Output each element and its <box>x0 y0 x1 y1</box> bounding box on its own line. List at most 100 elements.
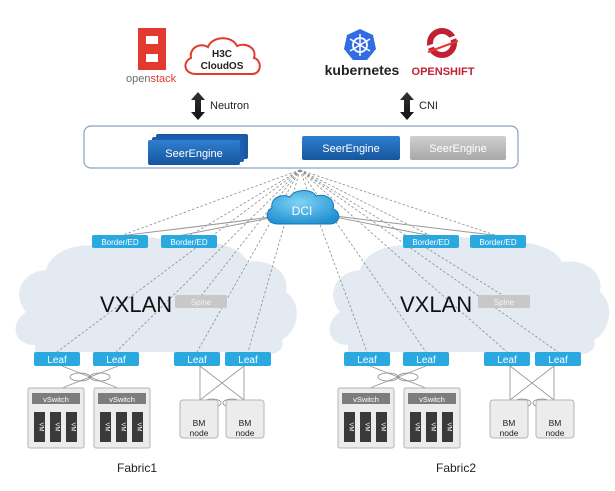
leaf-device <box>174 352 220 366</box>
fabric1-server: vSwitch VM VM VM <box>93 387 151 449</box>
kubernetes-label: kubernetes <box>325 62 400 78</box>
leaf-label: Leaf <box>357 355 377 366</box>
vm <box>344 412 355 442</box>
leaf-device <box>403 352 449 366</box>
border-device <box>161 235 217 248</box>
seerengine-active-label: SeerEngine <box>322 143 380 155</box>
management-link <box>299 169 505 297</box>
fabric1-name: Fabric1 <box>117 461 157 475</box>
bm-line2: node <box>190 428 209 438</box>
border-device <box>470 235 526 248</box>
spine-label: Spine <box>191 298 212 307</box>
cni-interface: CNI <box>400 92 438 120</box>
spine-label: Spine <box>494 298 515 307</box>
vswitch-label: vSwitch <box>353 395 379 404</box>
border-label: Border/ED <box>170 238 208 247</box>
leaf-device <box>535 352 581 366</box>
svg-text:openstack: openstack <box>126 73 177 85</box>
vm-label: VM <box>104 423 110 432</box>
vm <box>426 412 437 442</box>
fabric2-name: Fabric2 <box>436 461 476 475</box>
spine-device <box>175 295 227 308</box>
bm-line1: BM <box>503 418 516 428</box>
vm <box>132 412 143 442</box>
openshift-label: OPENSHIFT <box>412 66 475 78</box>
border-label: Border/ED <box>101 238 139 247</box>
h3c-cloudos-logo: H3C CloudOS <box>184 37 261 75</box>
bm-line1: BM <box>549 418 562 428</box>
dci-links <box>119 213 501 237</box>
vm-label: VM <box>446 423 452 432</box>
vm-label: VM <box>38 423 44 432</box>
leaf-label: Leaf <box>416 355 436 366</box>
leaf-label: Leaf <box>47 355 67 366</box>
h3c-label: H3C <box>212 49 232 60</box>
fabric1-leaves: Leaf Leaf Leaf Leaf <box>34 352 271 366</box>
border-device <box>403 235 459 248</box>
vm <box>442 412 453 442</box>
seerengine-standby-label: SeerEngine <box>429 143 487 155</box>
openstack-logo: openstack <box>126 28 177 85</box>
vm <box>360 412 371 442</box>
vswitch-label: vSwitch <box>109 395 135 404</box>
fabric1-bm-node: BM node <box>225 399 265 439</box>
leaf-device <box>225 352 271 366</box>
double-arrow-icon <box>191 92 205 120</box>
fabric2-cloud <box>329 236 610 355</box>
management-link <box>299 169 508 353</box>
vm <box>376 412 387 442</box>
fabric2-bm-node: BM node <box>535 399 575 439</box>
vm-label: VM <box>414 423 420 432</box>
fabric2-leaf-links <box>369 365 555 401</box>
neutron-interface: Neutron <box>191 92 249 120</box>
fabric2-server: vSwitch VM VM VM <box>403 387 461 449</box>
leaf-label: Leaf <box>497 355 517 366</box>
dci-cloud-icon <box>266 190 340 225</box>
fabric1-leaf-links <box>61 365 245 401</box>
vswitch-label: vSwitch <box>43 395 69 404</box>
vm-label: VM <box>120 423 126 432</box>
management-link <box>188 169 301 237</box>
fabric2-leaves: Leaf Leaf Leaf Leaf <box>344 352 581 366</box>
leaf-device <box>344 352 390 366</box>
cni-label: CNI <box>419 100 438 112</box>
dci-label: DCI <box>292 204 313 218</box>
fabric2-server: vSwitch VM VM VM <box>337 387 395 449</box>
leaf-label: Leaf <box>238 355 258 366</box>
seerengine-standby: SeerEngine <box>410 136 506 160</box>
seerengine-cluster-label: SeerEngine <box>165 148 223 160</box>
openstack-suffix: stack <box>150 73 176 85</box>
neutron-label: Neutron <box>210 100 249 112</box>
fabric1-server: vSwitch VM VM VM <box>27 387 85 449</box>
management-link <box>299 169 559 353</box>
vm-label: VM <box>430 423 436 432</box>
vswitch-bar <box>408 393 456 404</box>
double-arrow-icon <box>400 92 414 120</box>
leaf-device <box>93 352 139 366</box>
vm-label: VM <box>136 423 142 432</box>
kubernetes-logo: kubernetes <box>325 29 400 78</box>
vswitch-label: vSwitch <box>419 395 445 404</box>
vswitch-bar <box>342 393 390 404</box>
fabric1-bm-node: BM node <box>179 399 219 439</box>
vm <box>116 412 127 442</box>
vswitch-bar <box>98 393 146 404</box>
border-device <box>92 235 148 248</box>
border-label: Border/ED <box>479 238 517 247</box>
fabric1-cloud <box>15 236 297 355</box>
leaf-label: Leaf <box>187 355 207 366</box>
vm <box>66 412 77 442</box>
fabric2-borders: Border/ED Border/ED <box>403 235 526 248</box>
border-label: Border/ED <box>412 238 450 247</box>
seerengine-cluster: SeerEngine <box>148 134 248 165</box>
management-link <box>299 169 499 237</box>
leaf-label: Leaf <box>106 355 126 366</box>
fabric1-borders: Border/ED Border/ED <box>92 235 217 248</box>
openshift-logo: OPENSHIFT <box>412 28 475 78</box>
bm-line2: node <box>236 428 255 438</box>
leaf-device <box>484 352 530 366</box>
management-link <box>196 169 301 353</box>
fabric1-overlay-label: VXLAN <box>100 292 172 317</box>
fabric2-bm-node: BM node <box>489 399 529 439</box>
